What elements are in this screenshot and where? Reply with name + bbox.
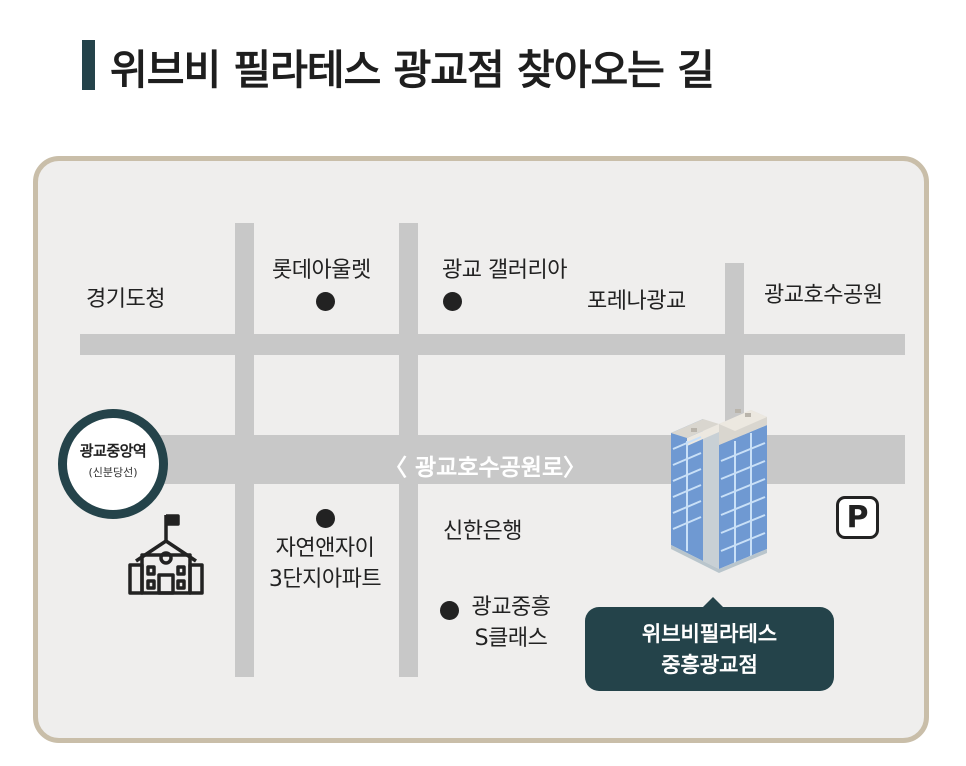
- station-marker: 광교중앙역 (신분당선): [58, 409, 168, 519]
- label-sclass-line1: 광교중흥: [471, 595, 551, 620]
- callout-pointer: [702, 597, 724, 608]
- label-forena-gwanggyo: 포레나광교: [587, 289, 686, 314]
- label-sclass-line2: S클래스: [474, 626, 548, 651]
- poi-dot-icon: [440, 601, 459, 620]
- station-line: (신분당선): [88, 466, 138, 479]
- road-main-horizontal: [138, 435, 905, 484]
- page-title: 위브비 필라테스 광교점 찾아오는 길: [110, 46, 715, 94]
- destination-name: 위브비필라테스 중흥광교점: [585, 619, 834, 681]
- poi-dot-icon: [316, 509, 335, 528]
- label-gwanggyo-lake-park: 광교호수공원: [764, 283, 883, 308]
- destination-line1: 위브비필라테스: [641, 622, 778, 646]
- label-lotte-outlet: 롯데아울렛: [272, 258, 371, 283]
- label-apartment-line2: 3단지아파트: [268, 567, 382, 592]
- parking-icon: P: [836, 496, 879, 539]
- main-road-label: 〈 광교호수공원로〉: [384, 455, 587, 481]
- label-gyeonggi-provincial-office: 경기도청: [86, 287, 165, 312]
- station-name: 광교중앙역: [79, 442, 147, 460]
- poi-dot-icon: [443, 292, 462, 311]
- label-sclass: 광교중흥 S클래스: [456, 592, 566, 654]
- school-icon: [128, 514, 204, 595]
- destination-callout: 위브비필라테스 중흥광교점: [585, 607, 834, 691]
- road-upper-horizontal: [80, 334, 905, 355]
- title-accent-bar: [82, 40, 95, 90]
- location-map: 〈 광교호수공원로〉 경기도청 롯데아울렛 광교 갤러리아 포레나광교 광교호수…: [33, 156, 929, 743]
- label-shinhan-bank: 신한은행: [443, 519, 522, 544]
- poi-dot-icon: [316, 292, 335, 311]
- label-apartment-complex: 자연앤자이 3단지아파트: [255, 533, 395, 595]
- building-icon: [671, 409, 767, 573]
- label-apartment-line1: 자연앤자이: [275, 536, 375, 561]
- label-gwanggyo-galleria: 광교 갤러리아: [442, 258, 567, 283]
- destination-line2: 중흥광교점: [661, 653, 758, 677]
